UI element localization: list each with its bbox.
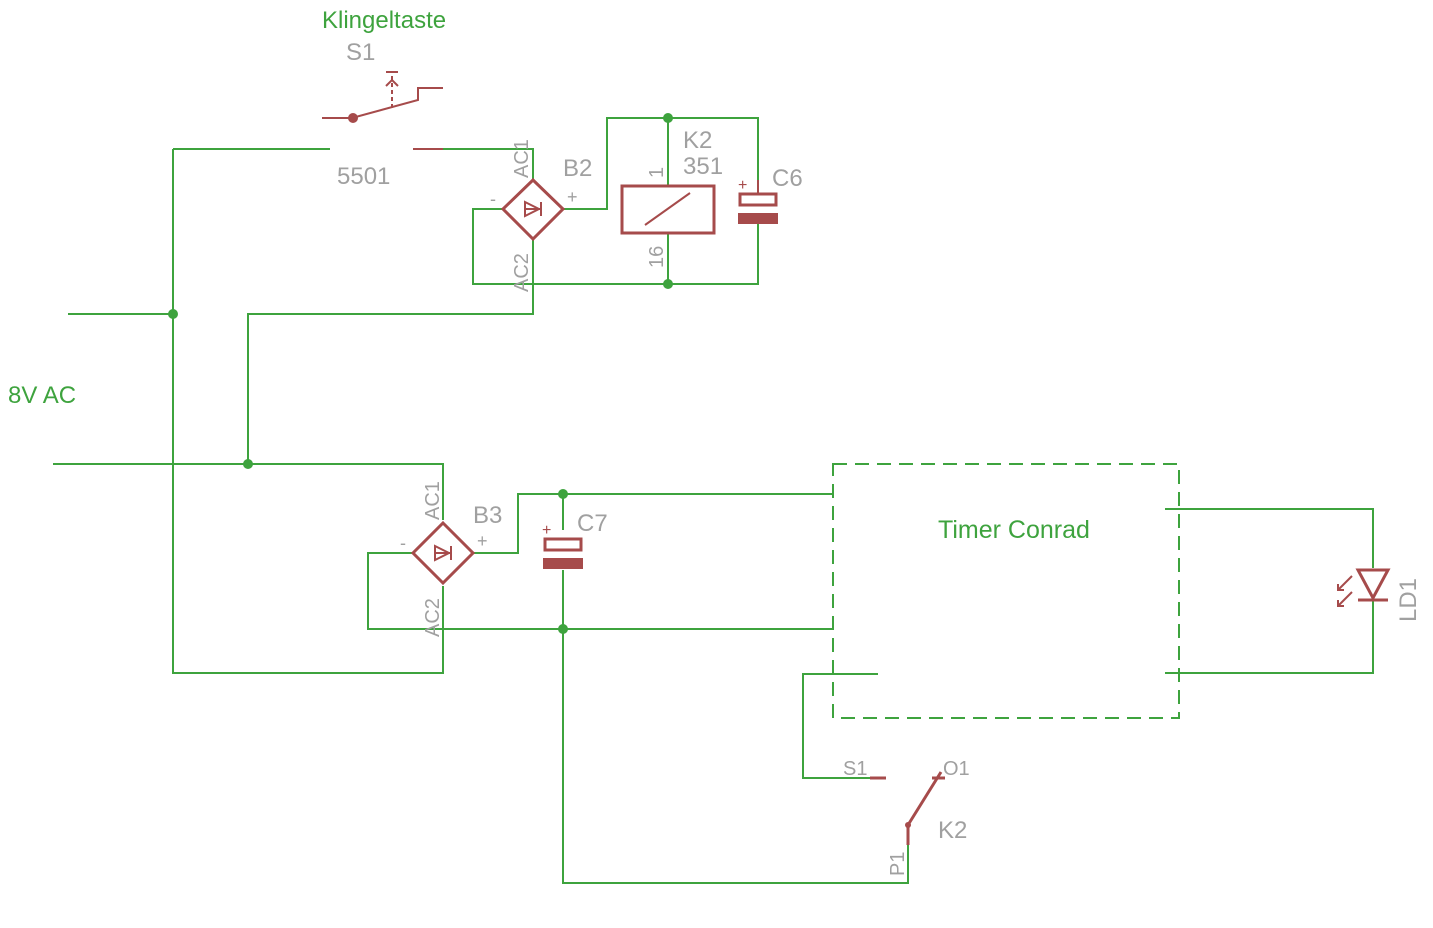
s1-value: 5501 (337, 163, 390, 190)
contact-k2-label: K2 (938, 817, 967, 844)
b3-minus: - (400, 533, 406, 553)
wire-b3-minus (367, 552, 833, 630)
junction-dot (663, 113, 673, 123)
c7-name: C7 (577, 510, 608, 537)
timer-label: Timer Conrad (938, 516, 1090, 544)
b2-plus: + (567, 187, 578, 207)
bell-button-title: Klingeltaste (322, 7, 446, 34)
contact-p1-label: P1 (887, 852, 909, 876)
c6-plus: + (738, 177, 747, 194)
wire-c7-bottom (562, 570, 909, 884)
led-ld1 (1337, 568, 1391, 607)
contact-s1-label: S1 (843, 758, 867, 780)
relay-k2-contact (870, 771, 945, 845)
bridge-b2 (500, 177, 566, 242)
b2-name: B2 (563, 155, 592, 182)
switch-s1 (322, 71, 443, 150)
b2-ac1: AC1 (511, 139, 533, 178)
b3-ac2: AC2 (422, 598, 444, 637)
b3-name: B3 (473, 502, 502, 529)
k2-pin16: 16 (646, 246, 668, 268)
wire-b2-plus (563, 117, 759, 210)
s1-name: S1 (346, 39, 375, 66)
wire-timer-s1 (802, 673, 878, 779)
junctions (168, 113, 673, 634)
b2-minus: - (490, 189, 496, 209)
c6-name: C6 (772, 165, 803, 192)
junction-dot (168, 309, 178, 319)
k2-value: 351 (683, 153, 723, 180)
contact-o1-label: O1 (943, 758, 970, 780)
wire-b2-ac2 (247, 240, 534, 464)
wire-supply-bottom (53, 463, 444, 520)
b3-ac1: AC1 (422, 481, 444, 520)
k2-pin1: 1 (646, 167, 668, 178)
capacitor-c7 (543, 537, 583, 569)
wire-s1-b2 (443, 148, 534, 180)
wire-b3-plus (473, 493, 833, 554)
ld1-name: LD1 (1395, 578, 1422, 622)
timer-module-box (832, 463, 1180, 719)
c7-plus: + (542, 522, 551, 539)
wire-timer-led-bottom (1165, 600, 1374, 674)
bridge-b3 (410, 520, 476, 586)
capacitor-c6 (738, 180, 778, 224)
junction-dot (558, 624, 568, 634)
junction-dot (558, 489, 568, 499)
labels: 8V AC Klingeltaste S1 5501 B2 AC1 AC2 + … (8, 7, 1422, 876)
b3-plus: + (477, 531, 488, 551)
wire-to-s1 (172, 148, 444, 674)
wire-timer-led-top (1165, 508, 1374, 568)
wires (53, 117, 1374, 884)
b2-ac2: AC2 (511, 253, 533, 292)
supply-label: 8V AC (8, 382, 76, 409)
relay-k2-coil (620, 184, 716, 235)
junction-dot (243, 459, 253, 469)
junction-dot (663, 279, 673, 289)
wire-b2-minus (472, 208, 759, 285)
k2-name: K2 (683, 127, 712, 154)
